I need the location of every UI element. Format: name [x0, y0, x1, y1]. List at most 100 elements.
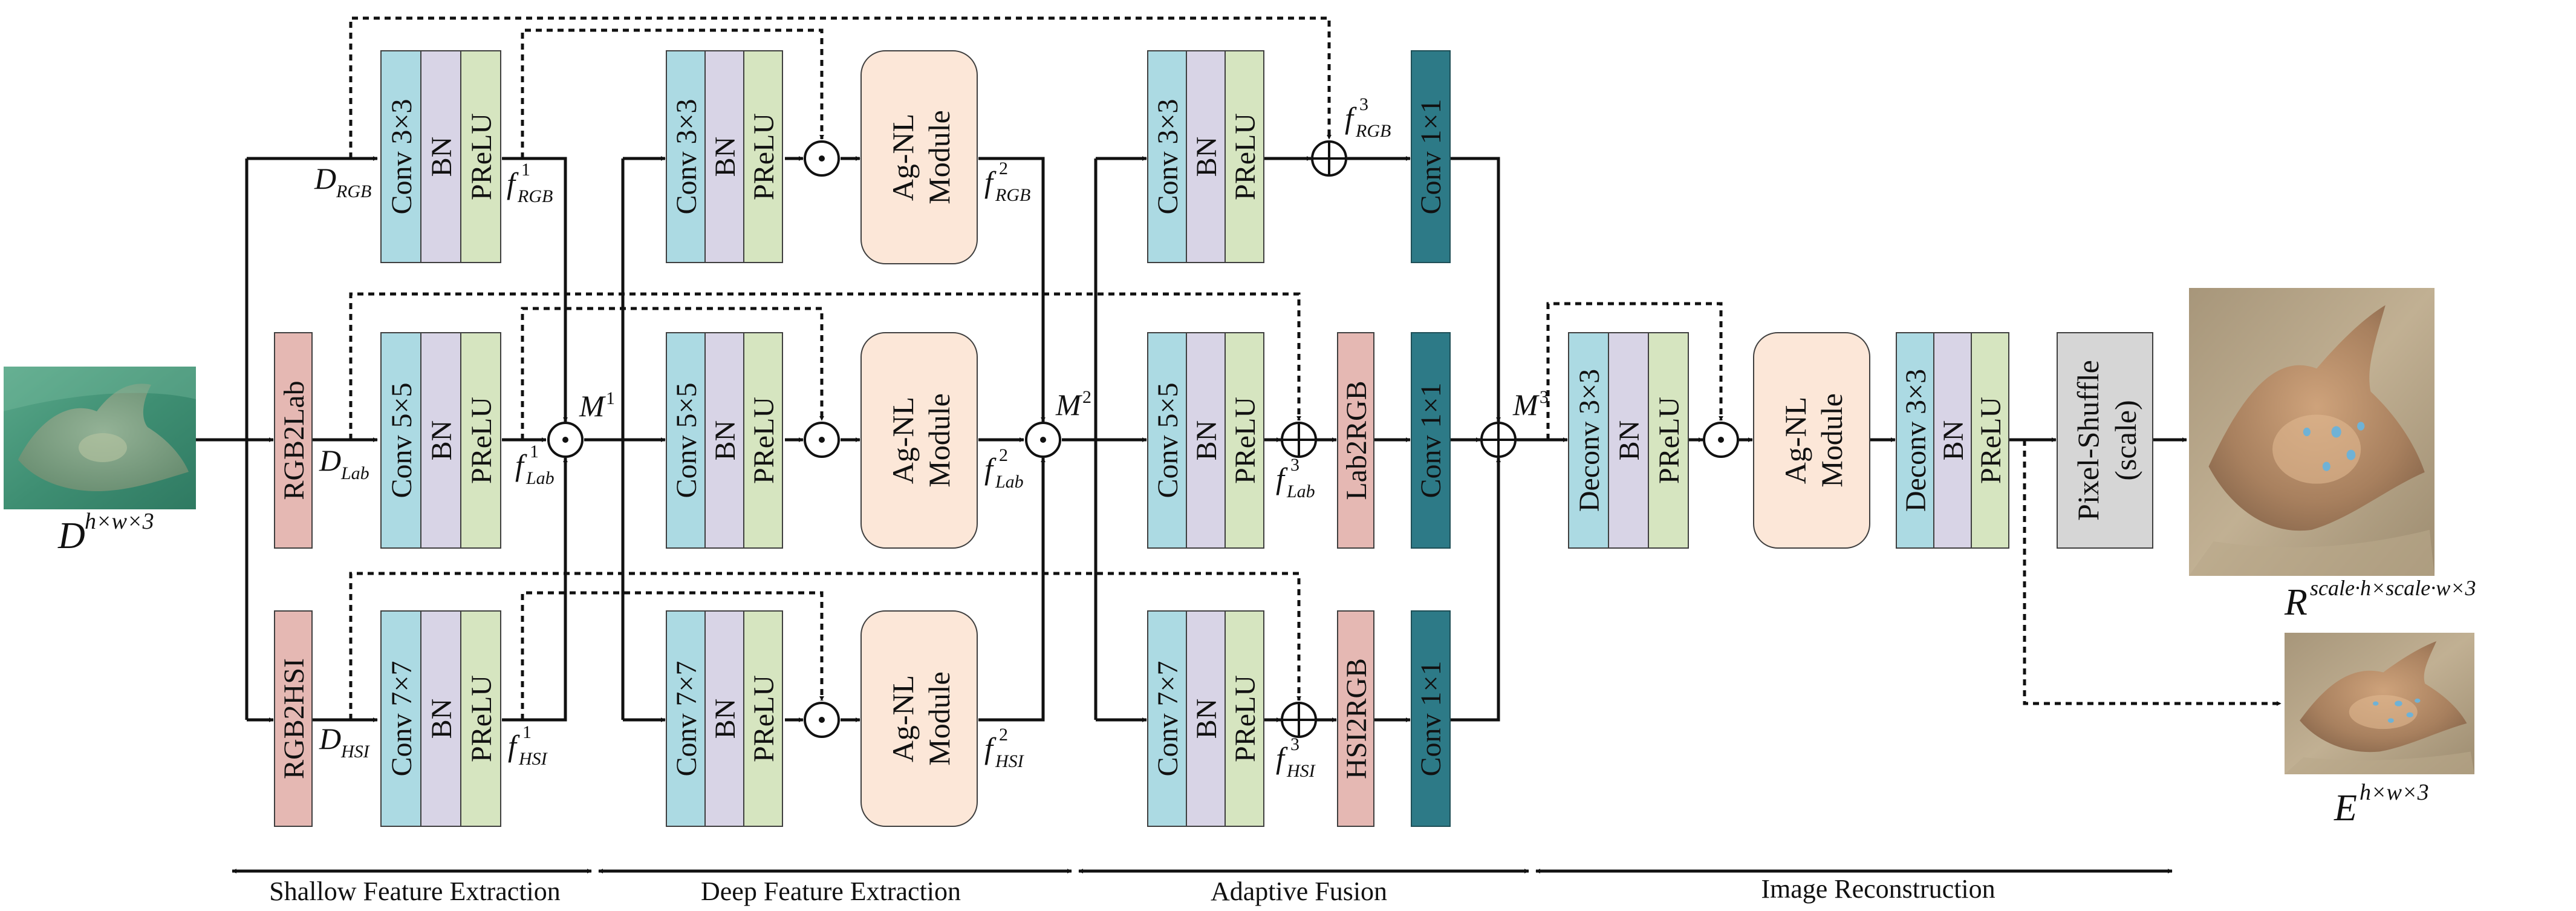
- svg-text:Conv 7×7: Conv 7×7: [386, 661, 418, 776]
- svg-text:Lab: Lab: [340, 463, 369, 483]
- svg-text:PReLU: PReLU: [1229, 397, 1261, 484]
- label-f3-lab: f 3 Lab: [1276, 455, 1315, 501]
- label-f2-lab: f 2 Lab: [984, 445, 1024, 492]
- svg-text:2: 2: [999, 158, 1008, 178]
- svg-text:M: M: [1512, 388, 1540, 422]
- label-d-lab: D Lab: [319, 443, 369, 483]
- svg-text:3: 3: [1290, 455, 1299, 475]
- svg-text:3: 3: [1359, 94, 1368, 114]
- label-f1-hsi: f 1 HSI: [508, 722, 548, 769]
- label-f3-rgb: f 3 RGB: [1345, 94, 1391, 141]
- stage-label-reconstruction: Image Reconstruction: [1761, 874, 1995, 904]
- deep-conv-rgb-3x3: Conv 3×3 BN PReLU: [666, 50, 783, 263]
- svg-text:RGB: RGB: [1355, 121, 1391, 141]
- svg-text:BN: BN: [1191, 699, 1223, 739]
- svg-text:3: 3: [1290, 734, 1299, 754]
- svg-text:2: 2: [999, 445, 1008, 465]
- conv1x1-rgb: Conv 1×1: [1411, 50, 1451, 263]
- svg-text:BN: BN: [1613, 420, 1645, 461]
- multiply-node-hsi-stage2: [804, 702, 840, 738]
- label-m3: M 3: [1512, 387, 1549, 422]
- color-conversion-rgb2hsi: RGB2HSI: [274, 610, 313, 827]
- add-node-lab: [1281, 422, 1317, 458]
- m1-multiply-node: [547, 422, 584, 458]
- svg-text:PReLU: PReLU: [466, 397, 498, 484]
- svg-text:PReLU: PReLU: [466, 675, 498, 762]
- svg-text:M: M: [579, 389, 606, 423]
- output-image-large: [2189, 288, 2435, 576]
- conv-block-hsi-7x7: Conv 7×7 BN PReLU: [380, 610, 501, 827]
- svg-text:Conv 1×1: Conv 1×1: [1415, 382, 1447, 498]
- agnl-module-hsi: Ag-NL Module: [860, 610, 978, 827]
- svg-text:Conv 3×3: Conv 3×3: [671, 99, 703, 214]
- label-f2-hsi: f 2 HSI: [984, 725, 1025, 771]
- svg-text:D: D: [57, 515, 85, 557]
- svg-text:D: D: [314, 162, 336, 195]
- svg-text:HSI: HSI: [340, 742, 371, 762]
- svg-text:PReLU: PReLU: [748, 113, 780, 200]
- svg-text:1: 1: [521, 160, 530, 180]
- svg-text:scale·h×scale·w×3: scale·h×scale·w×3: [2310, 576, 2476, 600]
- m3-add-node: [1480, 422, 1517, 458]
- svg-text:Ag-NL: Ag-NL: [1778, 397, 1812, 484]
- svg-text:Conv 3×3: Conv 3×3: [386, 99, 418, 214]
- fusion-conv-lab-5x5: Conv 5×5 BN PReLU: [1147, 332, 1264, 549]
- svg-text:PReLU: PReLU: [748, 675, 780, 762]
- svg-text:f: f: [984, 452, 997, 486]
- agnl-module-reconstruction: Ag-NL Module: [1753, 332, 1870, 549]
- svg-text:Conv 5×5: Conv 5×5: [671, 382, 703, 498]
- multiply-node-lab-stage2: [804, 422, 840, 458]
- svg-text:2: 2: [1082, 387, 1091, 407]
- deconv-block-2: Deconv 3×3 BN PReLU: [1896, 332, 2009, 549]
- svg-text:BN: BN: [709, 137, 741, 177]
- svg-text:h×w×3: h×w×3: [2360, 780, 2429, 805]
- stage-label-fusion: Adaptive Fusion: [1211, 877, 1387, 906]
- svg-text:RGB2Lab: RGB2Lab: [278, 380, 310, 500]
- input-label: D h×w×3: [57, 509, 154, 557]
- stage-label-deep: Deep Feature Extraction: [701, 877, 961, 906]
- svg-text:PReLU: PReLU: [1229, 675, 1261, 762]
- fusion-conv-hsi-7x7: Conv 7×7 BN PReLU: [1147, 610, 1264, 827]
- svg-text:Ag-NL: Ag-NL: [886, 114, 920, 201]
- fusion-conv-rgb-3x3: Conv 3×3 BN PReLU: [1147, 50, 1264, 263]
- svg-text:f: f: [1345, 101, 1357, 135]
- conv1x1-hsi: Conv 1×1: [1411, 610, 1451, 827]
- label-f1-lab: f 1 Lab: [515, 442, 555, 488]
- input-image: [4, 367, 196, 509]
- svg-text:f: f: [1276, 462, 1288, 495]
- svg-text:HSI: HSI: [518, 749, 548, 769]
- svg-text:f: f: [1276, 741, 1288, 775]
- label-f3-hsi: f 3 HSI: [1276, 734, 1316, 781]
- svg-text:PReLU: PReLU: [1653, 397, 1685, 484]
- svg-text:PReLU: PReLU: [748, 397, 780, 484]
- label-m1: M 1: [579, 388, 615, 423]
- svg-text:Deconv 3×3: Deconv 3×3: [1900, 369, 1932, 512]
- svg-text:Conv 7×7: Conv 7×7: [1152, 661, 1184, 776]
- svg-text:BN: BN: [426, 420, 458, 461]
- label-m2: M 2: [1055, 387, 1091, 422]
- svg-text:PReLU: PReLU: [466, 113, 498, 200]
- svg-text:3: 3: [1540, 387, 1549, 407]
- svg-text:Conv 1×1: Conv 1×1: [1415, 99, 1447, 214]
- svg-text:Module: Module: [1815, 393, 1849, 488]
- label-d-hsi: D HSI: [319, 722, 371, 762]
- stage-label-shallow: Shallow Feature Extraction: [269, 877, 560, 906]
- svg-text:Deconv 3×3: Deconv 3×3: [1573, 369, 1605, 512]
- svg-text:HSI: HSI: [995, 751, 1025, 771]
- svg-text:E: E: [2334, 788, 2357, 829]
- svg-text:RGB: RGB: [336, 181, 371, 201]
- label-d-rgb: D RGB: [314, 162, 371, 201]
- svg-text:Conv 1×1: Conv 1×1: [1415, 661, 1447, 776]
- output-label-small: E h×w×3: [2334, 780, 2429, 829]
- svg-text:Lab2RGB: Lab2RGB: [1341, 380, 1373, 500]
- svg-text:BN: BN: [426, 699, 458, 739]
- svg-text:R: R: [2284, 582, 2308, 623]
- svg-text:Module: Module: [922, 110, 956, 204]
- color-conversion-rgb2lab: RGB2Lab: [274, 332, 313, 549]
- svg-text:M: M: [1055, 388, 1082, 422]
- svg-text:RGB: RGB: [995, 185, 1030, 205]
- output-image-small: [2285, 633, 2474, 774]
- dashed-skip-connections: [349, 16, 2282, 720]
- svg-text:1: 1: [530, 442, 539, 462]
